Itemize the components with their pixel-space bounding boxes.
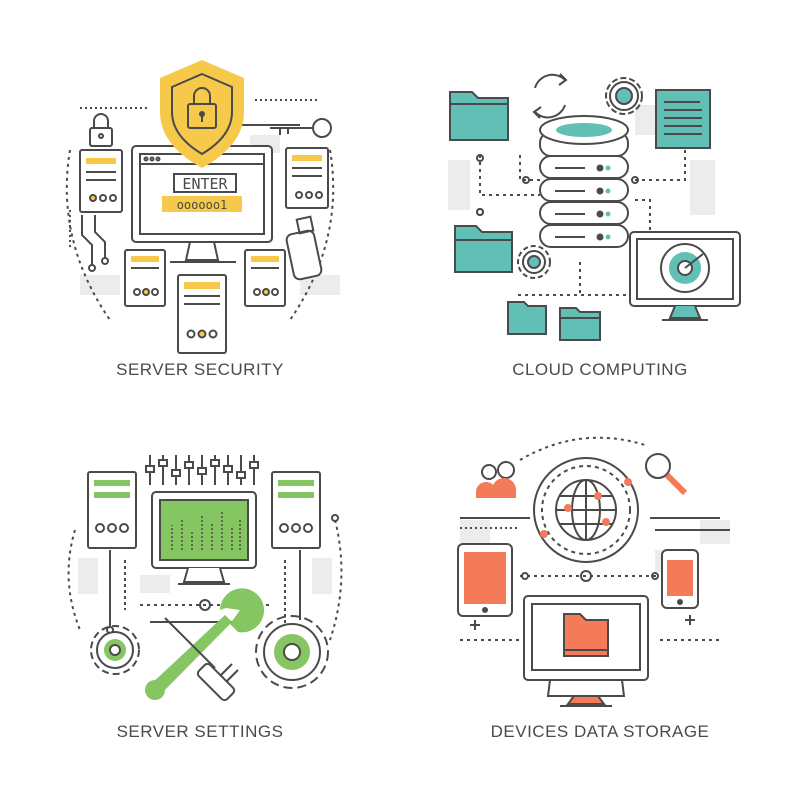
wrench-icon [145, 588, 264, 700]
server-icon [79, 149, 123, 213]
key-icon [270, 118, 332, 138]
devices-data-storage-illustration [457, 436, 730, 707]
panel-cloud-computing: CLOUD COMPUTING [400, 0, 800, 400]
server-icon [244, 249, 286, 307]
gear-icon [517, 245, 551, 279]
server-icon [87, 471, 137, 549]
smartphone-icon [661, 549, 699, 609]
panel-title: SERVER SECURITY [116, 360, 284, 379]
gear-icon [605, 77, 643, 115]
globe-icon [533, 457, 639, 563]
monitor-icon [629, 231, 741, 321]
cloud-computing-illustration [448, 73, 741, 341]
users-icon [476, 461, 516, 498]
monitor-icon [151, 491, 257, 585]
usb-drive-icon [285, 215, 323, 281]
server-security-illustration: ENTER oooooo1 [65, 60, 340, 354]
panel-server-settings: SERVER SETTINGS [0, 400, 400, 800]
password-field: oooooo1 [177, 198, 228, 212]
slider-controls-icon [145, 455, 259, 485]
database-icon [539, 115, 629, 248]
panel-server-security: ENTER oooooo1 [0, 0, 400, 400]
shield-lock-icon [160, 60, 244, 168]
folder-icon [454, 225, 513, 273]
server-settings-illustration [67, 455, 343, 702]
sync-icon [532, 73, 568, 119]
padlock-icon [89, 113, 113, 147]
folder-icon [559, 307, 601, 341]
panel-title: DEVICES DATA STORAGE [490, 722, 710, 741]
gear-icon [90, 625, 140, 675]
magnifier-icon [645, 453, 688, 496]
folder-icon [507, 301, 547, 335]
enter-button: ENTER [182, 175, 228, 193]
folder-icon [563, 613, 609, 657]
gear-icon [255, 615, 329, 689]
server-icon [124, 249, 166, 307]
screwdriver-icon [164, 617, 239, 702]
server-icon [285, 147, 329, 209]
panel-devices-data-storage: DEVICES DATA STORAGE [400, 400, 800, 800]
tablet-icon [457, 543, 513, 617]
panel-title: SERVER SETTINGS [116, 722, 284, 741]
folder-icon [449, 91, 509, 141]
server-icon [271, 471, 321, 549]
document-icon [655, 89, 711, 149]
server-icon [177, 274, 227, 354]
panel-title: CLOUD COMPUTING [512, 360, 688, 379]
